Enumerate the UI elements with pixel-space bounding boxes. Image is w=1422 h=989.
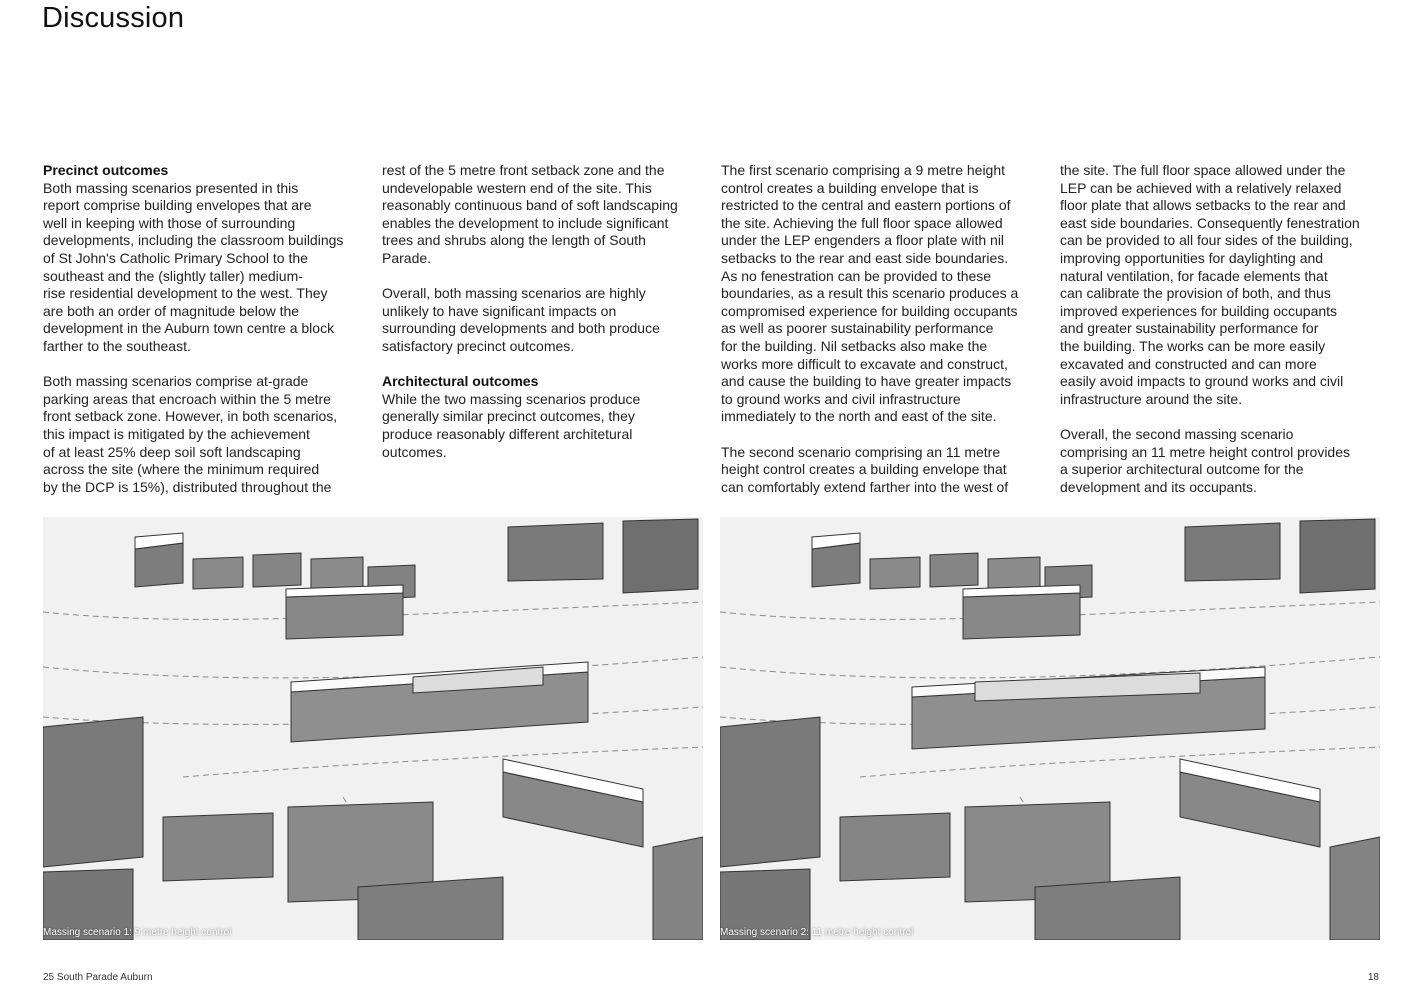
- massing-render-illustration: [720, 518, 1380, 940]
- massing-render-scenario-1: Massing scenario 1: 9 metre height contr…: [43, 517, 703, 940]
- footer-document-title: 25 South Parade Auburn: [43, 972, 153, 983]
- paragraph: Both massing scenarios presented in this…: [43, 179, 344, 354]
- paragraph: Overall, the second massing scenario com…: [1060, 425, 1351, 495]
- text-column-3: The first scenario comprising a 9 metre …: [721, 162, 1043, 514]
- paragraph: The first scenario comprising a 9 metre …: [721, 162, 1019, 425]
- massing-render-illustration: [43, 518, 703, 940]
- paragraph: rest of the 5 metre front setback zone a…: [382, 162, 678, 266]
- text-column-4: the site. The full floor space allowed u…: [1060, 162, 1382, 514]
- paragraph: While the two massing scenarios produce …: [382, 390, 641, 460]
- text-column-2: rest of the 5 metre front setback zone a…: [382, 162, 704, 479]
- figure-caption: Massing scenario 2: 11 metre height cont…: [720, 927, 914, 938]
- massing-render-scenario-2: Massing scenario 2: 11 metre height cont…: [720, 517, 1380, 940]
- section-heading-architectural: Architectural outcomes: [382, 373, 539, 390]
- page-number: 18: [1367, 972, 1379, 983]
- text-column-1: Precinct outcomes Both massing scenarios…: [43, 162, 373, 514]
- section-heading-precinct: Precinct outcomes: [43, 162, 169, 178]
- paragraph: Overall, both massing scenarios are high…: [382, 285, 660, 354]
- paragraph: Both massing scenarios comprise at-grade…: [43, 373, 338, 495]
- figure-caption: Massing scenario 1: 9 metre height contr…: [43, 927, 232, 938]
- paragraph: the site. The full floor space allowed u…: [1060, 162, 1360, 407]
- paragraph: The second scenario comprising an 11 met…: [721, 443, 1009, 495]
- page-title: Discussion: [42, 2, 185, 34]
